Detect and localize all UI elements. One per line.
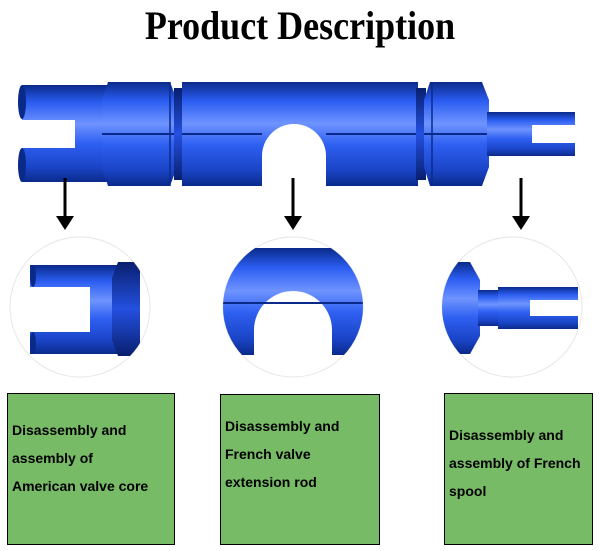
callout-american-valve-core: Disassembly and assembly of American val… [7,393,175,545]
callout-text-line: French valve [225,446,311,462]
callout-text-line: extension rod [225,474,317,490]
zoom-circle-right [441,236,583,378]
callout-text-line: Disassembly and [225,418,340,434]
callout-text-line: spool [449,483,487,499]
page-title: Product Description [144,3,456,48]
arrow-left [56,178,74,230]
callout-text-line: assembly of French [449,455,581,471]
left-fork-end [22,85,110,182]
callout-text-line: Disassembly and [12,422,127,438]
right-prong-end [505,112,575,156]
arrow-right [512,178,530,230]
zoom-circle-center [222,236,364,378]
callout-text-line: American valve core [12,478,149,494]
callout-french-valve-extension: Disassembly and French valve extension r… [220,394,380,545]
zoom-circle-left [9,236,151,378]
callout-french-spool: Disassembly and assembly of French spool [444,393,593,545]
callout-text-line: Disassembly and [449,427,564,443]
valve-tool [18,82,575,186]
callout-text-line: assembly of [12,450,93,466]
arrow-center [284,178,302,230]
center-slot-body [182,82,418,186]
